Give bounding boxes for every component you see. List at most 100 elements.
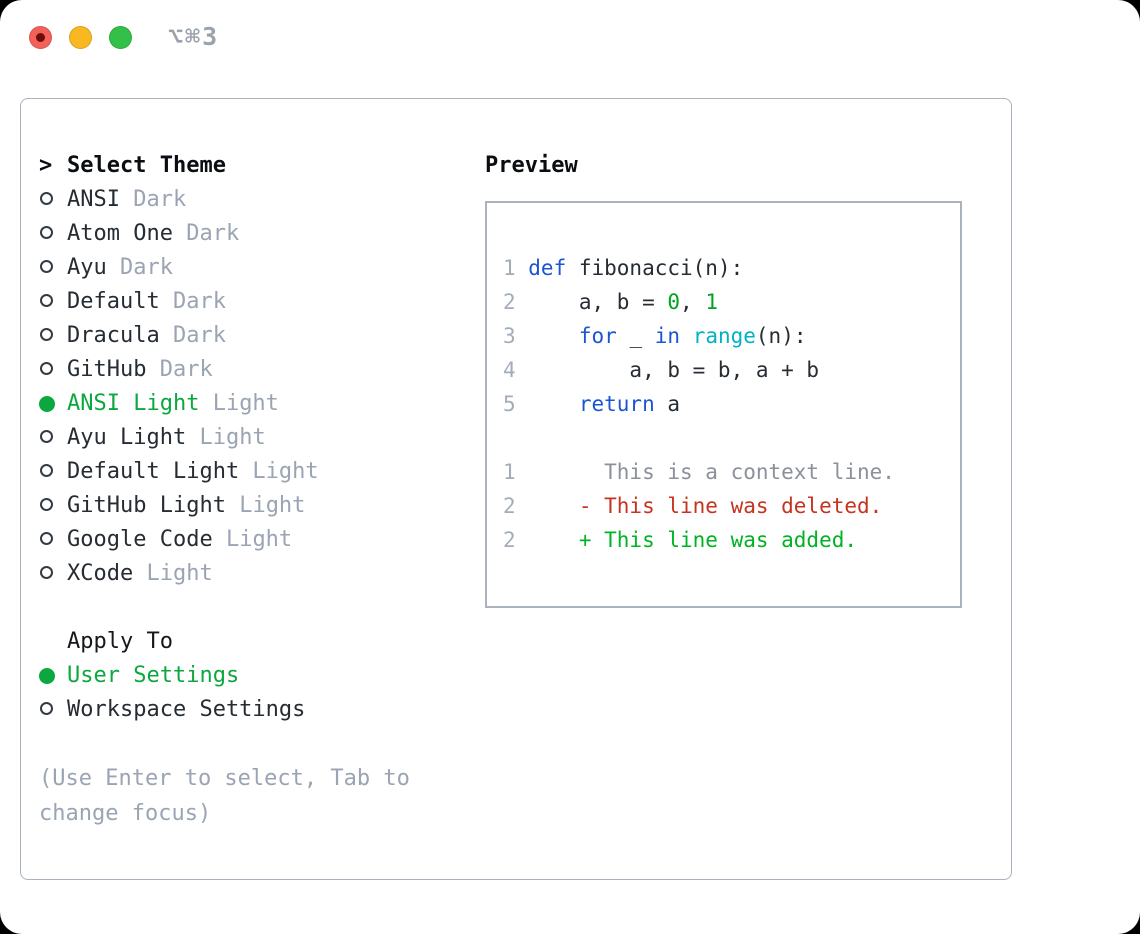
radio-icon[interactable] <box>39 217 67 251</box>
code-token <box>528 392 579 416</box>
radio-dot <box>39 668 55 684</box>
radio-circle <box>40 497 53 511</box>
apply-to-title: Apply To <box>67 629 173 654</box>
theme-variant: Dark <box>119 187 187 212</box>
radio-circle <box>40 429 53 443</box>
theme-option[interactable]: Default Light Light <box>39 455 485 489</box>
theme-variant: Light <box>225 493 306 518</box>
line-number: 1 <box>503 460 516 484</box>
titlebar: ⌥⌘3 <box>0 0 1140 74</box>
radio-circle <box>40 225 53 239</box>
select-theme-header: > Select Theme <box>39 149 485 183</box>
usage-hint: (Use Enter to select, Tab to change focu… <box>39 766 410 826</box>
theme-variant: Dark <box>106 255 173 280</box>
radio-circle <box>40 701 53 715</box>
radio-icon[interactable] <box>39 251 67 285</box>
theme-option[interactable]: ANSI Dark <box>39 183 485 217</box>
code-line: 2 - This line was deleted. <box>503 489 960 523</box>
preview-title: Preview <box>485 153 578 178</box>
theme-option[interactable]: GitHub Dark <box>39 353 485 387</box>
selected-radio-icon[interactable] <box>39 659 67 693</box>
radio-circle <box>40 531 53 545</box>
theme-name: GitHub <box>67 357 147 382</box>
theme-name: XCode <box>67 561 134 586</box>
theme-option[interactable]: ANSI Light Light <box>39 387 485 421</box>
theme-option[interactable]: Google Code Light <box>39 523 485 557</box>
theme-variant: Light <box>133 561 213 586</box>
code-token: This is a context line. <box>528 460 895 484</box>
code-token: def <box>528 256 567 280</box>
theme-variant: Dark <box>172 221 240 246</box>
traffic-lights <box>29 26 132 49</box>
theme-name: Ayu Light <box>67 425 187 450</box>
theme-option[interactable]: GitHub Light Light <box>39 489 485 523</box>
apply-option[interactable]: Workspace Settings <box>39 693 485 727</box>
code-token: + This line was added. <box>528 528 858 552</box>
theme-name: ANSI <box>67 187 120 212</box>
theme-option[interactable]: Atom One Dark <box>39 217 485 251</box>
theme-variant: Dark <box>146 357 213 382</box>
radio-icon[interactable] <box>39 693 67 727</box>
radio-icon[interactable] <box>39 523 67 557</box>
code-token <box>680 324 693 348</box>
radio-icon[interactable] <box>39 557 67 591</box>
theme-variant: Light <box>212 527 293 552</box>
apply-option[interactable]: User Settings <box>39 659 485 693</box>
theme-variant: Light <box>239 459 319 484</box>
code-token: (n): <box>755 324 807 348</box>
theme-option[interactable]: Ayu Light Light <box>39 421 485 455</box>
zoom-button[interactable] <box>109 26 132 49</box>
theme-option[interactable]: Default Dark <box>39 285 485 319</box>
theme-variant: Dark <box>159 323 226 348</box>
close-button[interactable] <box>29 26 52 49</box>
theme-option[interactable]: XCode Light <box>39 557 485 591</box>
code-token: a, b = b, a + b <box>528 358 820 382</box>
code-token: in <box>654 324 681 348</box>
radio-circle <box>40 463 53 477</box>
radio-icon[interactable] <box>39 285 67 319</box>
prompt-marker: > <box>39 149 67 183</box>
apply-option-label: Workspace Settings <box>67 697 306 722</box>
select-theme-title: Select Theme <box>67 153 226 178</box>
code-token: 1 <box>705 290 718 314</box>
radio-icon[interactable] <box>39 421 67 455</box>
apply-option-label: User Settings <box>67 663 240 688</box>
theme-variant: Dark <box>159 289 226 314</box>
code-token: _ <box>616 324 655 348</box>
theme-name: Default <box>67 289 160 314</box>
radio-icon[interactable] <box>39 489 67 523</box>
theme-option[interactable]: Dracula Dark <box>39 319 485 353</box>
code-line: 2 + This line was added. <box>503 523 960 557</box>
code-token: 0 <box>667 290 681 314</box>
theme-name: GitHub Light <box>67 493 226 518</box>
selected-radio-icon[interactable] <box>39 387 67 421</box>
theme-option[interactable]: Ayu Dark <box>39 251 485 285</box>
radio-icon[interactable] <box>39 319 67 353</box>
code-line: 5 return a <box>503 387 960 421</box>
radio-circle <box>40 565 53 579</box>
code-line: 2 a, b = 0, 1 <box>503 285 960 319</box>
line-number: 2 <box>503 290 516 314</box>
code-token: for <box>578 324 617 348</box>
radio-icon[interactable] <box>39 455 67 489</box>
code-line <box>503 421 960 455</box>
theme-name: Ayu <box>67 255 107 280</box>
theme-name: ANSI Light <box>67 391 200 416</box>
code-token: a <box>654 392 681 416</box>
line-number: 3 <box>503 324 516 348</box>
minimize-button[interactable] <box>69 26 92 49</box>
radio-icon[interactable] <box>39 183 67 217</box>
line-number: 1 <box>503 256 516 280</box>
radio-icon[interactable] <box>39 353 67 387</box>
code-token: a, b = <box>528 290 668 314</box>
radio-dot <box>39 396 55 412</box>
